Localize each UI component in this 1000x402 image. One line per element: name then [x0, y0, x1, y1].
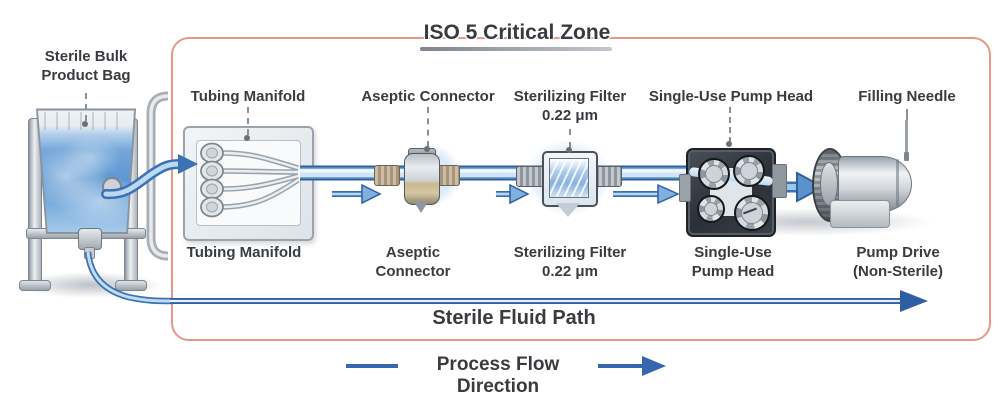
connector-label-bottom: Aseptic Connector: [345, 243, 481, 281]
pump-drive-label-line2: (Non-Sterile): [853, 263, 943, 280]
filter-membrane: [549, 158, 589, 198]
leader-line-manifold: [247, 107, 249, 135]
connector-fitting-left: [374, 165, 400, 186]
leader-dot-filter: [566, 147, 572, 153]
iso5-zone-border: [171, 37, 991, 341]
aseptic-connector-body: [404, 153, 440, 205]
sterile-fluid-path-label: Sterile Fluid Path: [432, 307, 596, 329]
leader-line-connector: [427, 107, 429, 147]
stand-foot-right: [115, 280, 147, 291]
bag-outlet-tube-core: [103, 161, 183, 197]
leader-line-needle: [906, 109, 908, 120]
connector-label-top: Aseptic Connector: [361, 88, 495, 105]
filter-label-bottom: Sterilizing Filter 0.22 μm: [498, 243, 642, 281]
filter-label-top-line1: Sterilizing Filter: [513, 88, 627, 105]
bag-label-line2: Product Bag: [41, 67, 131, 84]
pump-drive-seam: [896, 159, 899, 207]
bag-bottom-tube: [84, 251, 173, 305]
zone-title-underline: [420, 47, 612, 51]
fluid-path-arrowhead: [900, 290, 928, 312]
stand-foot-left: [19, 280, 51, 291]
bag-tube-arrowhead: [178, 154, 198, 174]
leader-dot-manifold: [244, 135, 250, 141]
leader-line-bag: [85, 93, 87, 121]
filter-label-top: Sterilizing Filter 0.22 μm: [502, 87, 638, 125]
leader-line-pump-head: [729, 107, 731, 143]
leader-dot-connector: [424, 146, 430, 152]
manifold-ports: [200, 142, 224, 218]
zone-title: ISO 5 Critical Zone: [423, 21, 611, 44]
bag-bottom-tube-core: [86, 251, 173, 303]
pump-head-body: [679, 148, 787, 237]
filling-needle: [905, 120, 908, 158]
pump-roller: [698, 158, 730, 190]
needle-label-top: Filling Needle: [858, 88, 956, 105]
bag-label: Sterile Bulk Product Bag: [18, 47, 154, 85]
connector-label-bottom-line2: Connector: [375, 263, 451, 280]
filter-funnel: [556, 203, 580, 217]
leader-line-filter: [569, 129, 571, 148]
product-bag: [38, 110, 134, 232]
manifold-label-top: Tubing Manifold: [190, 88, 306, 105]
pump-head-label-bottom-line1: Single-Use: [694, 244, 772, 261]
pump-drive-label-line1: Pump Drive: [856, 244, 940, 261]
connector-nozzle: [414, 202, 428, 213]
pump-head-label-top: Single-Use Pump Head: [648, 88, 814, 105]
pump-gauge: [734, 195, 770, 231]
leader-dot-pump-head: [726, 141, 732, 147]
pump-head-clamp-left: [679, 174, 691, 202]
pump-roller: [733, 155, 765, 187]
flow-arrows: [332, 183, 680, 205]
filter-label-bottom-line1: Sterilizing Filter: [513, 244, 627, 261]
pump-drive-body: [808, 146, 918, 232]
filling-needle-tip: [904, 152, 909, 161]
filter-label-top-line2: 0.22 μm: [542, 107, 598, 124]
bag-label-line1: Sterile Bulk: [44, 48, 128, 65]
manifold-port-tube-cores: [221, 151, 299, 209]
filter-label-bottom-line2: 0.22 μm: [542, 263, 598, 280]
pump-head-label-bottom: Single-Use Pump Head: [665, 243, 801, 281]
pump-drive-base: [830, 200, 890, 228]
leader-dot-bag: [82, 121, 88, 127]
pump-head-label-bottom-line2: Pump Head: [691, 263, 775, 280]
pump-head-clamp-right: [772, 164, 787, 198]
process-flow-direction-label: Process Flow Direction: [436, 354, 560, 397]
connector-label-bottom-line1: Aseptic: [385, 244, 441, 261]
pump-drive-label: Pump Drive (Non-Sterile): [830, 243, 966, 281]
pump-roller: [697, 195, 725, 223]
pump-drive-collar-inner: [820, 162, 838, 206]
manifold-label-bottom: Tubing Manifold: [186, 244, 302, 261]
process-flow-arrow: [346, 356, 666, 376]
